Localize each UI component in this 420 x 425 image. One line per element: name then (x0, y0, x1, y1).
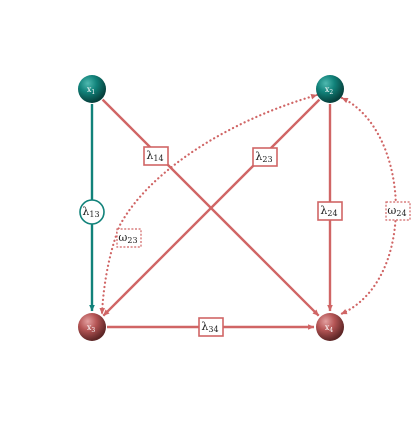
edge-label-text-e23: λ23 (255, 150, 272, 164)
node-label-x3: x3 (87, 323, 96, 334)
node-x2: x2 (316, 75, 344, 103)
node-label-x2: x2 (325, 85, 334, 96)
edge-label-e14: λ14 (143, 146, 169, 166)
nodes-layer: x1 x2 x3 x4 (78, 75, 344, 341)
edge-label-text-e24: λ24 (320, 204, 337, 218)
edge-label-e23: λ23 (252, 147, 278, 167)
edges-layer (89, 93, 397, 330)
edge-label-w23: ω23 (116, 228, 142, 248)
edge-label-text-e14: λ14 (146, 149, 163, 163)
edge-label-text-w23: ω23 (118, 231, 137, 245)
labels-layer: λ13 λ14 λ23 λ24 λ34 ω23 ω24 (79, 146, 411, 337)
edge-label-text-e13: λ13 (82, 205, 99, 219)
edge-label-text-w24: ω24 (387, 204, 406, 218)
edge-label-w24: ω24 (385, 201, 411, 221)
node-x1: x1 (78, 75, 106, 103)
edge-label-text-e34: λ34 (201, 320, 218, 334)
node-label-x4: x4 (325, 323, 334, 334)
edge-label-e13: λ13 (79, 199, 105, 225)
node-x3: x3 (78, 313, 106, 341)
edge-label-e24: λ24 (317, 201, 343, 221)
node-label-x1: x1 (87, 85, 95, 96)
edge-label-e34: λ34 (198, 317, 224, 337)
node-x4: x4 (316, 313, 344, 341)
